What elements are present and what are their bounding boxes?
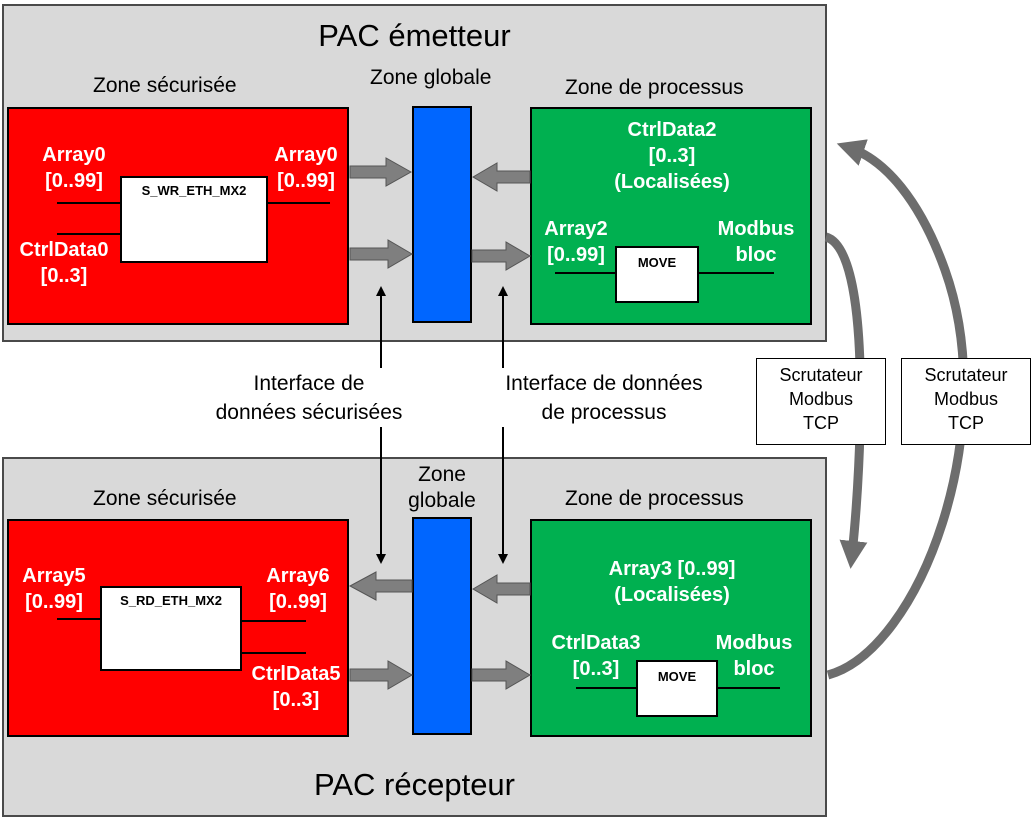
- receiver-output-array-range: [0..99]: [269, 591, 327, 613]
- emitter-arrow-secure-to-global: [349, 239, 413, 269]
- emitter-modbus-name: Modbus: [717, 218, 795, 240]
- emitter-process-array-name: Array2: [544, 218, 608, 240]
- emitter-move-block: MOVE: [615, 246, 699, 303]
- modbus-scanner-arrow-up: [826, 139, 969, 680]
- receiver-ctrl-range: [0..3]: [272, 689, 320, 711]
- emitter-input-wire: [57, 202, 122, 204]
- receiver-global-zone-label: Zone globale: [405, 462, 479, 514]
- receiver-arrow-global-to-secure: [348, 571, 413, 601]
- receiver-input-array-range: [0..99]: [25, 591, 83, 613]
- receiver-modbus-name: Modbus: [715, 632, 793, 654]
- emitter-ctrl-name: CtrlData0: [19, 239, 109, 261]
- receiver-process-array-name: Array3 [0..99]: [608, 558, 736, 580]
- modbus-scanner-2-line2: Modbus: [933, 389, 999, 409]
- emitter-flow-arrows: [349, 157, 531, 271]
- emitter-output-array-range: [0..99]: [277, 170, 335, 192]
- emitter-arrow-global-to-process: [471, 241, 531, 271]
- pac-emitter-title: PAC émetteur: [318, 18, 511, 53]
- modbus-scanner-box-2: Scrutateur Modbus TCP: [901, 358, 1031, 445]
- modbus-scanner-1-line3: TCP: [803, 413, 839, 433]
- emitter-output-array-label: Array0 [0..99]: [266, 142, 346, 194]
- receiver-secure-zone-label: Zone sécurisée: [93, 487, 237, 510]
- receiver-process-ctrl-name: CtrlData3: [551, 632, 641, 654]
- receiver-input-array-label: Array5 [0..99]: [14, 563, 94, 615]
- emitter-modbus-label: Modbus bloc: [708, 216, 804, 268]
- modbus-scanner-box-1: Scrutateur Modbus TCP: [756, 358, 886, 445]
- receiver-arrow-global-to-process: [471, 660, 531, 690]
- emitter-process-ctrl-name: CtrlData2: [627, 119, 717, 141]
- secure-interface-label-line2: données sécurisées: [215, 401, 403, 424]
- receiver-flow-arrows: [348, 571, 531, 690]
- pac-receiver-title: PAC récepteur: [313, 767, 515, 802]
- receiver-read-block: S_RD_ETH_MX2: [100, 586, 242, 671]
- receiver-global-zone-label-line2: globale: [408, 489, 476, 512]
- receiver-input-wire: [57, 618, 102, 620]
- secure-interface-label-line1: Interface de: [253, 372, 365, 395]
- emitter-process-ctrl-located: (Localisées): [614, 171, 730, 193]
- emitter-input-array-name: Array0: [42, 144, 106, 166]
- emitter-process-array-range: [0..99]: [547, 244, 605, 266]
- receiver-output-wire: [240, 620, 306, 622]
- emitter-ctrl-range: [0..3]: [40, 265, 88, 287]
- emitter-process-ctrl-label: CtrlData2 [0..3] (Localisées): [590, 117, 754, 195]
- receiver-output-array-label: Array6 [0..99]: [258, 563, 338, 615]
- emitter-output-wire: [266, 202, 330, 204]
- receiver-move-out-wire: [716, 687, 780, 689]
- receiver-global-zone-label-line1: Zone: [418, 463, 466, 486]
- emitter-arrow-global-to-secure: [349, 157, 413, 187]
- receiver-process-ctrl-label: CtrlData3 [0..3]: [542, 630, 650, 682]
- process-interface-label-line1: Interface de données: [505, 372, 703, 395]
- receiver-output-array-name: Array6: [266, 565, 330, 587]
- emitter-secure-zone-label: Zone sécurisée: [93, 74, 237, 97]
- receiver-input-array-name: Array5: [22, 565, 86, 587]
- receiver-move-in-wire: [576, 687, 638, 689]
- emitter-write-block: S_WR_ETH_MX2: [120, 176, 268, 263]
- interface-arrows: [376, 286, 508, 564]
- process-interface-label: Interface de données de processus: [484, 369, 724, 427]
- receiver-arrow-secure-to-global: [349, 660, 413, 690]
- emitter-ctrl-label: CtrlData0 [0..3]: [14, 237, 114, 289]
- emitter-process-array-label: Array2 [0..99]: [540, 216, 612, 268]
- emitter-modbus-block: bloc: [735, 244, 777, 266]
- emitter-input-array-label: Array0 [0..99]: [34, 142, 114, 194]
- receiver-process-array-label: Array3 [0..99] (Localisées): [590, 556, 754, 608]
- emitter-process-ctrl-range: [0..3]: [648, 145, 696, 167]
- receiver-arrow-process-to-global: [472, 574, 531, 604]
- receiver-modbus-block: bloc: [733, 658, 775, 680]
- receiver-modbus-label: Modbus bloc: [706, 630, 802, 682]
- receiver-move-block: MOVE: [636, 660, 718, 717]
- emitter-ctrl-wire: [57, 233, 122, 235]
- modbus-scanner-2-line3: TCP: [948, 413, 984, 433]
- secure-interface-label: Interface de données sécurisées: [206, 369, 412, 427]
- emitter-arrow-process-to-global: [472, 162, 531, 192]
- emitter-global-zone: [412, 106, 472, 323]
- emitter-global-zone-label: Zone globale: [370, 66, 492, 89]
- receiver-process-zone-label: Zone de processus: [565, 487, 744, 510]
- emitter-move-in-wire: [555, 272, 617, 274]
- emitter-input-array-range: [0..99]: [45, 170, 103, 192]
- modbus-scanner-2-line1: Scrutateur: [924, 365, 1008, 385]
- emitter-output-array-name: Array0: [274, 144, 338, 166]
- emitter-move-out-wire: [697, 272, 774, 274]
- receiver-ctrl-name: CtrlData5: [251, 663, 341, 685]
- emitter-process-zone-label: Zone de processus: [565, 76, 744, 99]
- receiver-process-ctrl-range: [0..3]: [572, 658, 620, 680]
- receiver-global-zone: [412, 517, 472, 735]
- receiver-process-array-located: (Localisées): [614, 584, 730, 606]
- receiver-ctrl-wire: [240, 652, 306, 654]
- modbus-scanner-1-line1: Scrutateur: [779, 365, 863, 385]
- modbus-scanner-1-line2: Modbus: [788, 389, 854, 409]
- process-interface-label-line2: de processus: [541, 401, 667, 424]
- receiver-ctrl-label: CtrlData5 [0..3]: [244, 661, 348, 713]
